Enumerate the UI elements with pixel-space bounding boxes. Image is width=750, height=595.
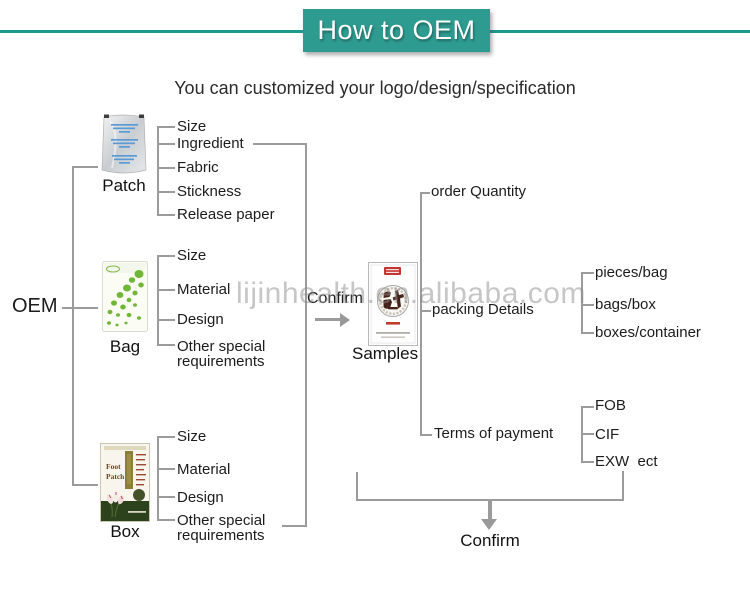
left-bracket-stub-oem — [62, 307, 98, 309]
bag-image — [102, 261, 148, 332]
right-arrow-icon — [340, 312, 350, 327]
option-fob: FOB — [595, 397, 626, 414]
stub-bags-box — [581, 304, 594, 306]
patch-item-release-paper: Release paper — [177, 206, 275, 223]
box-stub-size — [157, 436, 175, 438]
patch-stub-ingredient — [157, 143, 175, 145]
patch-item-ingredient: Ingredient — [177, 135, 244, 152]
patch-stub-stickness — [157, 191, 175, 193]
down-arrow-icon — [481, 519, 497, 530]
patch-stub-fabric — [157, 167, 175, 169]
box-stub-material — [157, 468, 175, 470]
stub-order-quantity — [420, 192, 430, 194]
down-arrow-shaft — [488, 500, 492, 520]
box-group-label: Box — [110, 522, 140, 541]
bag-bracket-vline — [157, 255, 159, 345]
bag-stub-size — [157, 255, 175, 257]
title-banner: How to OEM — [303, 9, 490, 52]
bag-item-material: Material — [177, 281, 231, 298]
samples-label: Samples — [352, 344, 419, 363]
stub-pieces-bag — [581, 272, 594, 274]
box-bracket-vline — [157, 436, 159, 520]
bag-item-other: Other special requirements — [177, 338, 266, 370]
box-stub-design — [157, 496, 175, 498]
item-order-quantity: order Quantity — [431, 183, 527, 200]
center-vline — [305, 143, 307, 527]
right-arrow-shaft — [315, 318, 340, 321]
box-item-design: Design — [177, 489, 224, 506]
box-item-size: Size — [177, 428, 207, 445]
bag-stub-material — [157, 289, 175, 291]
left-bracket-stub-patch — [72, 166, 98, 168]
page-title: How to OEM — [317, 15, 476, 45]
patch-pouch-image — [101, 114, 147, 174]
patch-item-stickness: Stickness — [177, 183, 242, 200]
stub-packing-details — [420, 310, 431, 312]
left-bracket-vline — [72, 166, 74, 486]
patch-stub-release-paper — [157, 214, 175, 216]
option-boxes-container: boxes/container — [595, 324, 701, 341]
bag-item-design: Design — [177, 311, 224, 328]
bag-stub-design — [157, 319, 175, 321]
option-exw-ect: EXW ect — [595, 453, 658, 470]
foot-patch-box-image: Foot Patch — [100, 443, 150, 522]
patch-item-fabric: Fabric — [177, 159, 219, 176]
bag-group-label: Bag — [109, 337, 141, 356]
patch-stub-size — [157, 126, 175, 128]
box-text-patch: Patch — [106, 472, 125, 481]
ingredient-to-center-hline — [253, 143, 306, 145]
bottom-left-vstub — [356, 472, 358, 501]
option-pieces-bag: pieces/bag — [595, 264, 668, 281]
bottom-hline — [356, 499, 624, 501]
exw-down-vline — [622, 471, 624, 500]
bag-item-size: Size — [177, 247, 207, 264]
header-rule-right — [490, 30, 750, 33]
item-packing-details: packing Details — [432, 301, 534, 318]
sample-product-box-image — [368, 262, 418, 346]
stub-fob — [581, 406, 594, 408]
box-to-center-hline — [282, 525, 306, 527]
header-rule-left — [0, 30, 303, 33]
stub-cif — [581, 433, 594, 435]
stub-terms-of-payment — [420, 434, 432, 436]
stub-exw — [581, 461, 594, 463]
root-label-oem: OEM — [12, 295, 58, 317]
left-bracket-stub-box — [72, 484, 98, 486]
box-stub-other — [157, 519, 175, 521]
samples-bracket-vline — [420, 192, 422, 435]
final-confirm-label: Confirm — [460, 531, 520, 550]
page-subtitle: You can customized your logo/design/spec… — [174, 78, 576, 98]
option-cif: CIF — [595, 426, 620, 443]
box-text-foot: Foot — [106, 462, 121, 471]
stub-boxes-container — [581, 332, 594, 334]
box-item-material: Material — [177, 461, 231, 478]
packing-bracket-vline — [581, 272, 583, 333]
watermark-text: lijinhealth.en.alibaba.com — [236, 277, 586, 310]
option-bags-box: bags/box — [595, 296, 656, 313]
patch-bracket-vline — [157, 126, 159, 216]
patch-group-label: Patch — [102, 176, 146, 195]
item-terms-of-payment: Terms of payment — [434, 425, 554, 442]
box-item-other: Other special requirements — [177, 512, 266, 544]
middle-confirm-label: Confirm — [307, 290, 364, 307]
patch-item-size: Size — [177, 118, 207, 135]
bag-stub-other — [157, 344, 175, 346]
